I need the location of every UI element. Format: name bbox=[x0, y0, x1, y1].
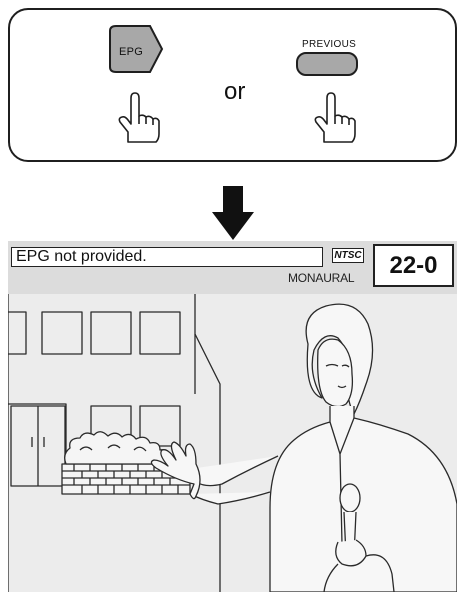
previous-button[interactable] bbox=[297, 53, 357, 75]
channel-number-display: 22-0 bbox=[373, 244, 454, 287]
or-separator-text: or bbox=[224, 78, 245, 106]
ntsc-icon: NTSC bbox=[332, 248, 364, 263]
reporter-illustration bbox=[151, 304, 457, 592]
epg-button-label: EPG bbox=[119, 46, 143, 58]
broadcast-scene-illustration bbox=[8, 294, 457, 592]
down-arrow-icon bbox=[212, 186, 254, 240]
hand-pointer-icon bbox=[119, 93, 159, 142]
audio-mode-label: MONAURAL bbox=[288, 271, 354, 285]
hand-pointer-icon bbox=[315, 93, 355, 142]
tv-screen: EPG not provided. NTSC MONAURAL 22-0 bbox=[8, 241, 457, 592]
previous-button-label: PREVIOUS bbox=[302, 39, 356, 50]
message-box: EPG not provided. bbox=[11, 247, 323, 267]
